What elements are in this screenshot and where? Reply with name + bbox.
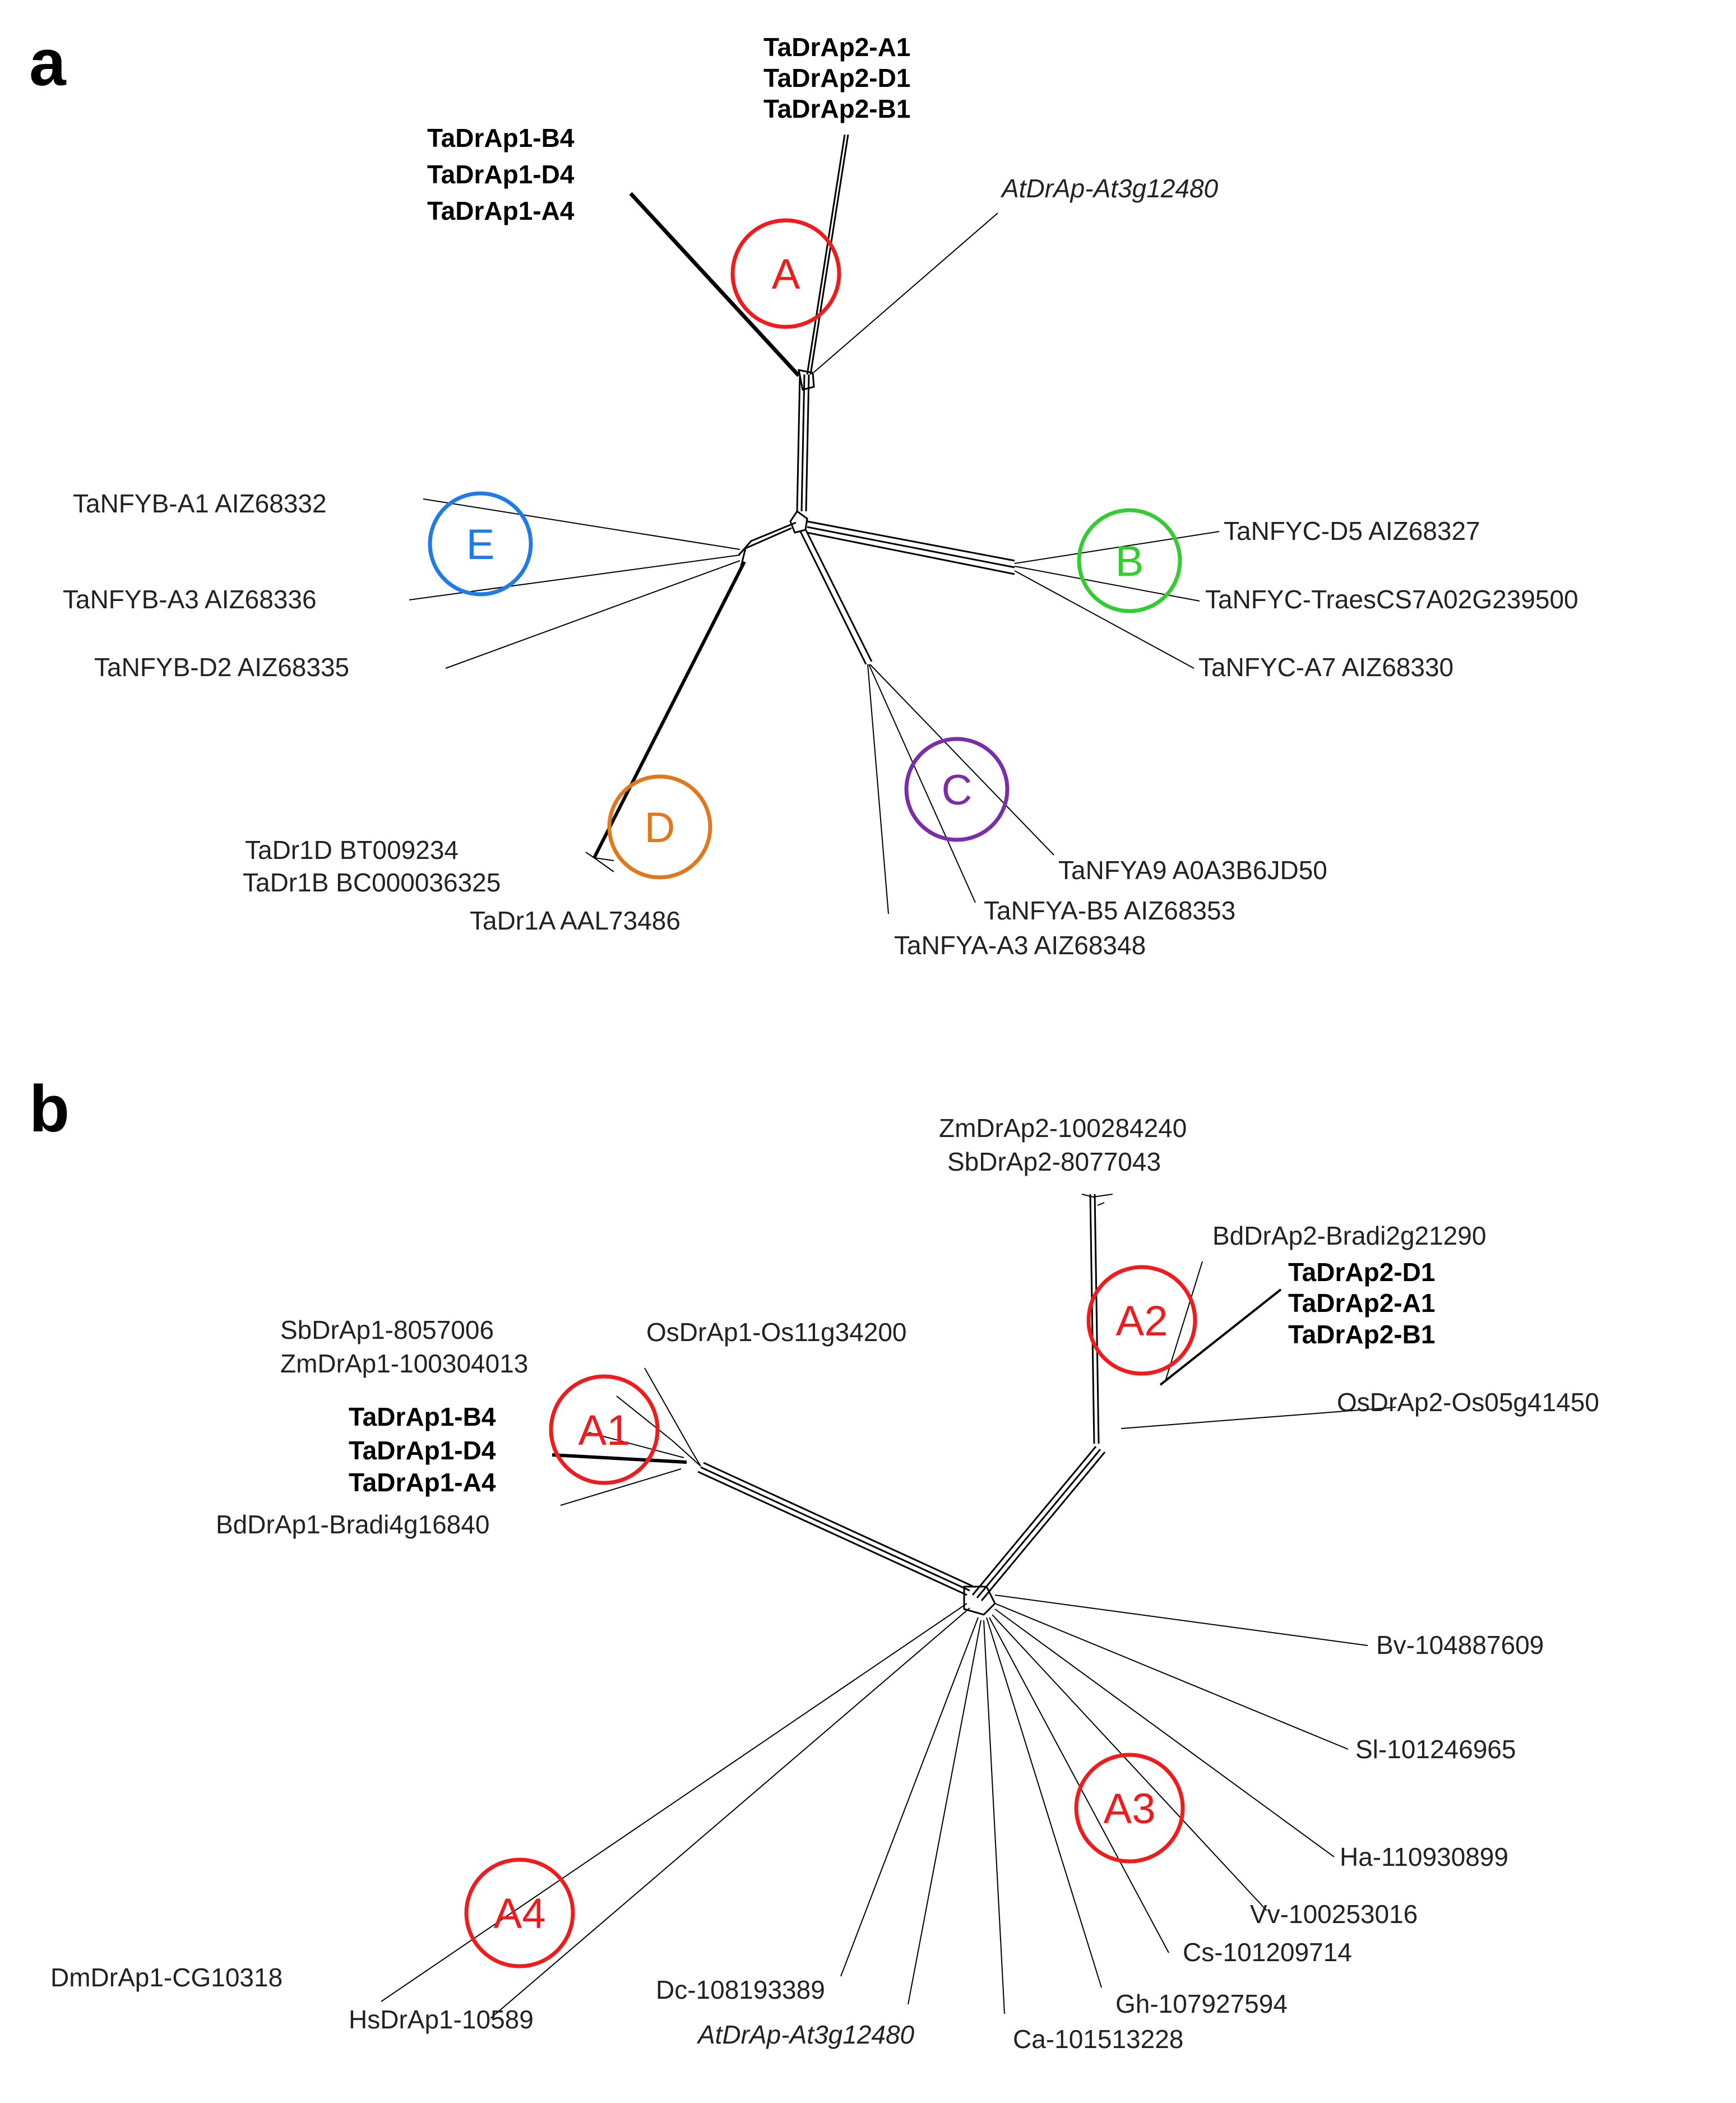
- svg-text:A2: A2: [1116, 1297, 1168, 1345]
- leaf-label: OsDrAp2-Os05g41450: [1337, 1388, 1599, 1417]
- panel-a: a: [29, 26, 1578, 960]
- leaf-label: TaNFYB-D2 AIZ68335: [94, 653, 349, 682]
- leaf-label: TaDrAp1-A4: [427, 196, 575, 225]
- leaf-label: Ha-110930899: [1340, 1842, 1508, 1871]
- leaf-label: Cs-101209714: [1183, 1938, 1352, 1967]
- leaf-label: TaDrAp2-A1: [763, 33, 910, 62]
- leaf-label: TaDr1D BT009234: [245, 835, 459, 865]
- clade-circle-e: E: [428, 491, 533, 597]
- leaf-label: TaDr1B BC000036325: [243, 868, 501, 897]
- svg-text:A: A: [772, 251, 800, 298]
- panel-b: b: [29, 1072, 1599, 2054]
- leaf-label: TaNFYA-A3 AIZ68348: [894, 931, 1146, 960]
- clade-circle-a2: A2: [1086, 1265, 1197, 1376]
- leaf-label: SbDrAp1-8057006: [280, 1315, 494, 1344]
- svg-text:C: C: [942, 766, 973, 814]
- leaf-label: TaNFYB-A3 AIZ68336: [63, 585, 317, 614]
- clade-circle-a4: A4: [464, 1857, 575, 1968]
- leaf-label: TaNFYC-D5 AIZ68327: [1224, 516, 1480, 546]
- leaf-label: ZmDrAp2-100284240: [939, 1113, 1187, 1143]
- leaf-label: DmDrAp1-CG10318: [50, 1963, 283, 1992]
- clade-markers-b: A2 A1 A3 A4: [464, 1265, 1197, 1968]
- network-edges-b: [381, 1194, 1396, 2019]
- leaf-label: SbDrAp2-8077043: [947, 1147, 1161, 1176]
- svg-text:D: D: [645, 804, 675, 852]
- svg-text:A1: A1: [578, 1407, 631, 1454]
- leaf-label: Dc-108193389: [656, 1975, 825, 2004]
- svg-text:A3: A3: [1104, 1785, 1156, 1833]
- leaf-label: Vv-100253016: [1250, 1899, 1418, 1929]
- svg-text:B: B: [1115, 538, 1144, 585]
- leaf-label: BdDrAp2-Bradi2g21290: [1212, 1221, 1486, 1250]
- leaf-label: Ca-101513228: [1013, 2025, 1183, 2054]
- clade-circle-a3: A3: [1074, 1753, 1185, 1864]
- clade-circle-d: D: [607, 774, 712, 880]
- leaf-label: TaDrAp1-D4: [427, 160, 575, 189]
- leaf-label: TaDrAp1-B4: [427, 123, 575, 152]
- leaf-label: TaDrAp2-B1: [763, 94, 910, 123]
- leaf-labels-b: ZmDrAp2-100284240 SbDrAp2-8077043 BdDrAp…: [50, 1113, 1599, 2054]
- leaf-label: TaNFYB-A1 AIZ68332: [73, 489, 327, 518]
- leaf-label: TaNFYC-A7 AIZ68330: [1198, 653, 1453, 682]
- leaf-label: TaNFYA-B5 AIZ68353: [984, 896, 1235, 925]
- leaf-label: ZmDrAp1-100304013: [280, 1349, 528, 1378]
- clade-circle-a1: A1: [549, 1374, 660, 1485]
- leaf-label: Sl-101246965: [1355, 1735, 1516, 1764]
- leaf-label: TaDrAp2-B1: [1288, 1320, 1435, 1349]
- leaf-label: TaNFYA9 A0A3B6JD50: [1058, 856, 1327, 885]
- network-edges-a: [409, 134, 1220, 914]
- leaf-label: TaDrAp2-D1: [763, 63, 910, 93]
- clade-circle-a: A: [730, 218, 841, 329]
- leaf-label: Bv-104887609: [1376, 1630, 1544, 1660]
- leaf-label: AtDrAp-At3g12480: [696, 2020, 915, 2049]
- leaf-label: TaDrAp2-D1: [1288, 1258, 1435, 1287]
- leaf-label: OsDrAp1-Os11g34200: [646, 1318, 907, 1347]
- leaf-label: AtDrAp-At3g12480: [1000, 174, 1219, 203]
- svg-text:E: E: [466, 521, 495, 568]
- leaf-label: TaNFYC-TraesCS7A02G239500: [1205, 585, 1578, 614]
- panel-letter-b: b: [29, 1072, 70, 1146]
- leaf-label: TaDr1A AAL73486: [470, 906, 680, 935]
- leaf-label: TaDrAp1-D4: [349, 1436, 496, 1465]
- svg-text:A4: A4: [494, 1890, 546, 1938]
- panel-letter-a: a: [29, 26, 67, 100]
- leaf-label: TaDrAp1-A4: [349, 1468, 496, 1497]
- clade-markers-a: A E B C D: [428, 218, 1182, 880]
- leaf-label: HsDrAp1-10589: [349, 2005, 534, 2034]
- leaf-label: TaDrAp1-B4: [349, 1402, 496, 1431]
- leaf-labels-a: TaDrAp2-A1 TaDrAp2-D1 TaDrAp2-B1 TaDrAp1…: [63, 33, 1578, 960]
- clade-circle-b: B: [1077, 508, 1182, 613]
- leaf-label: Gh-107927594: [1115, 1989, 1288, 2018]
- clade-circle-c: C: [904, 737, 1010, 842]
- leaf-label: TaDrAp2-A1: [1288, 1288, 1435, 1318]
- leaf-label: BdDrAp1-Bradi4g16840: [216, 1510, 489, 1539]
